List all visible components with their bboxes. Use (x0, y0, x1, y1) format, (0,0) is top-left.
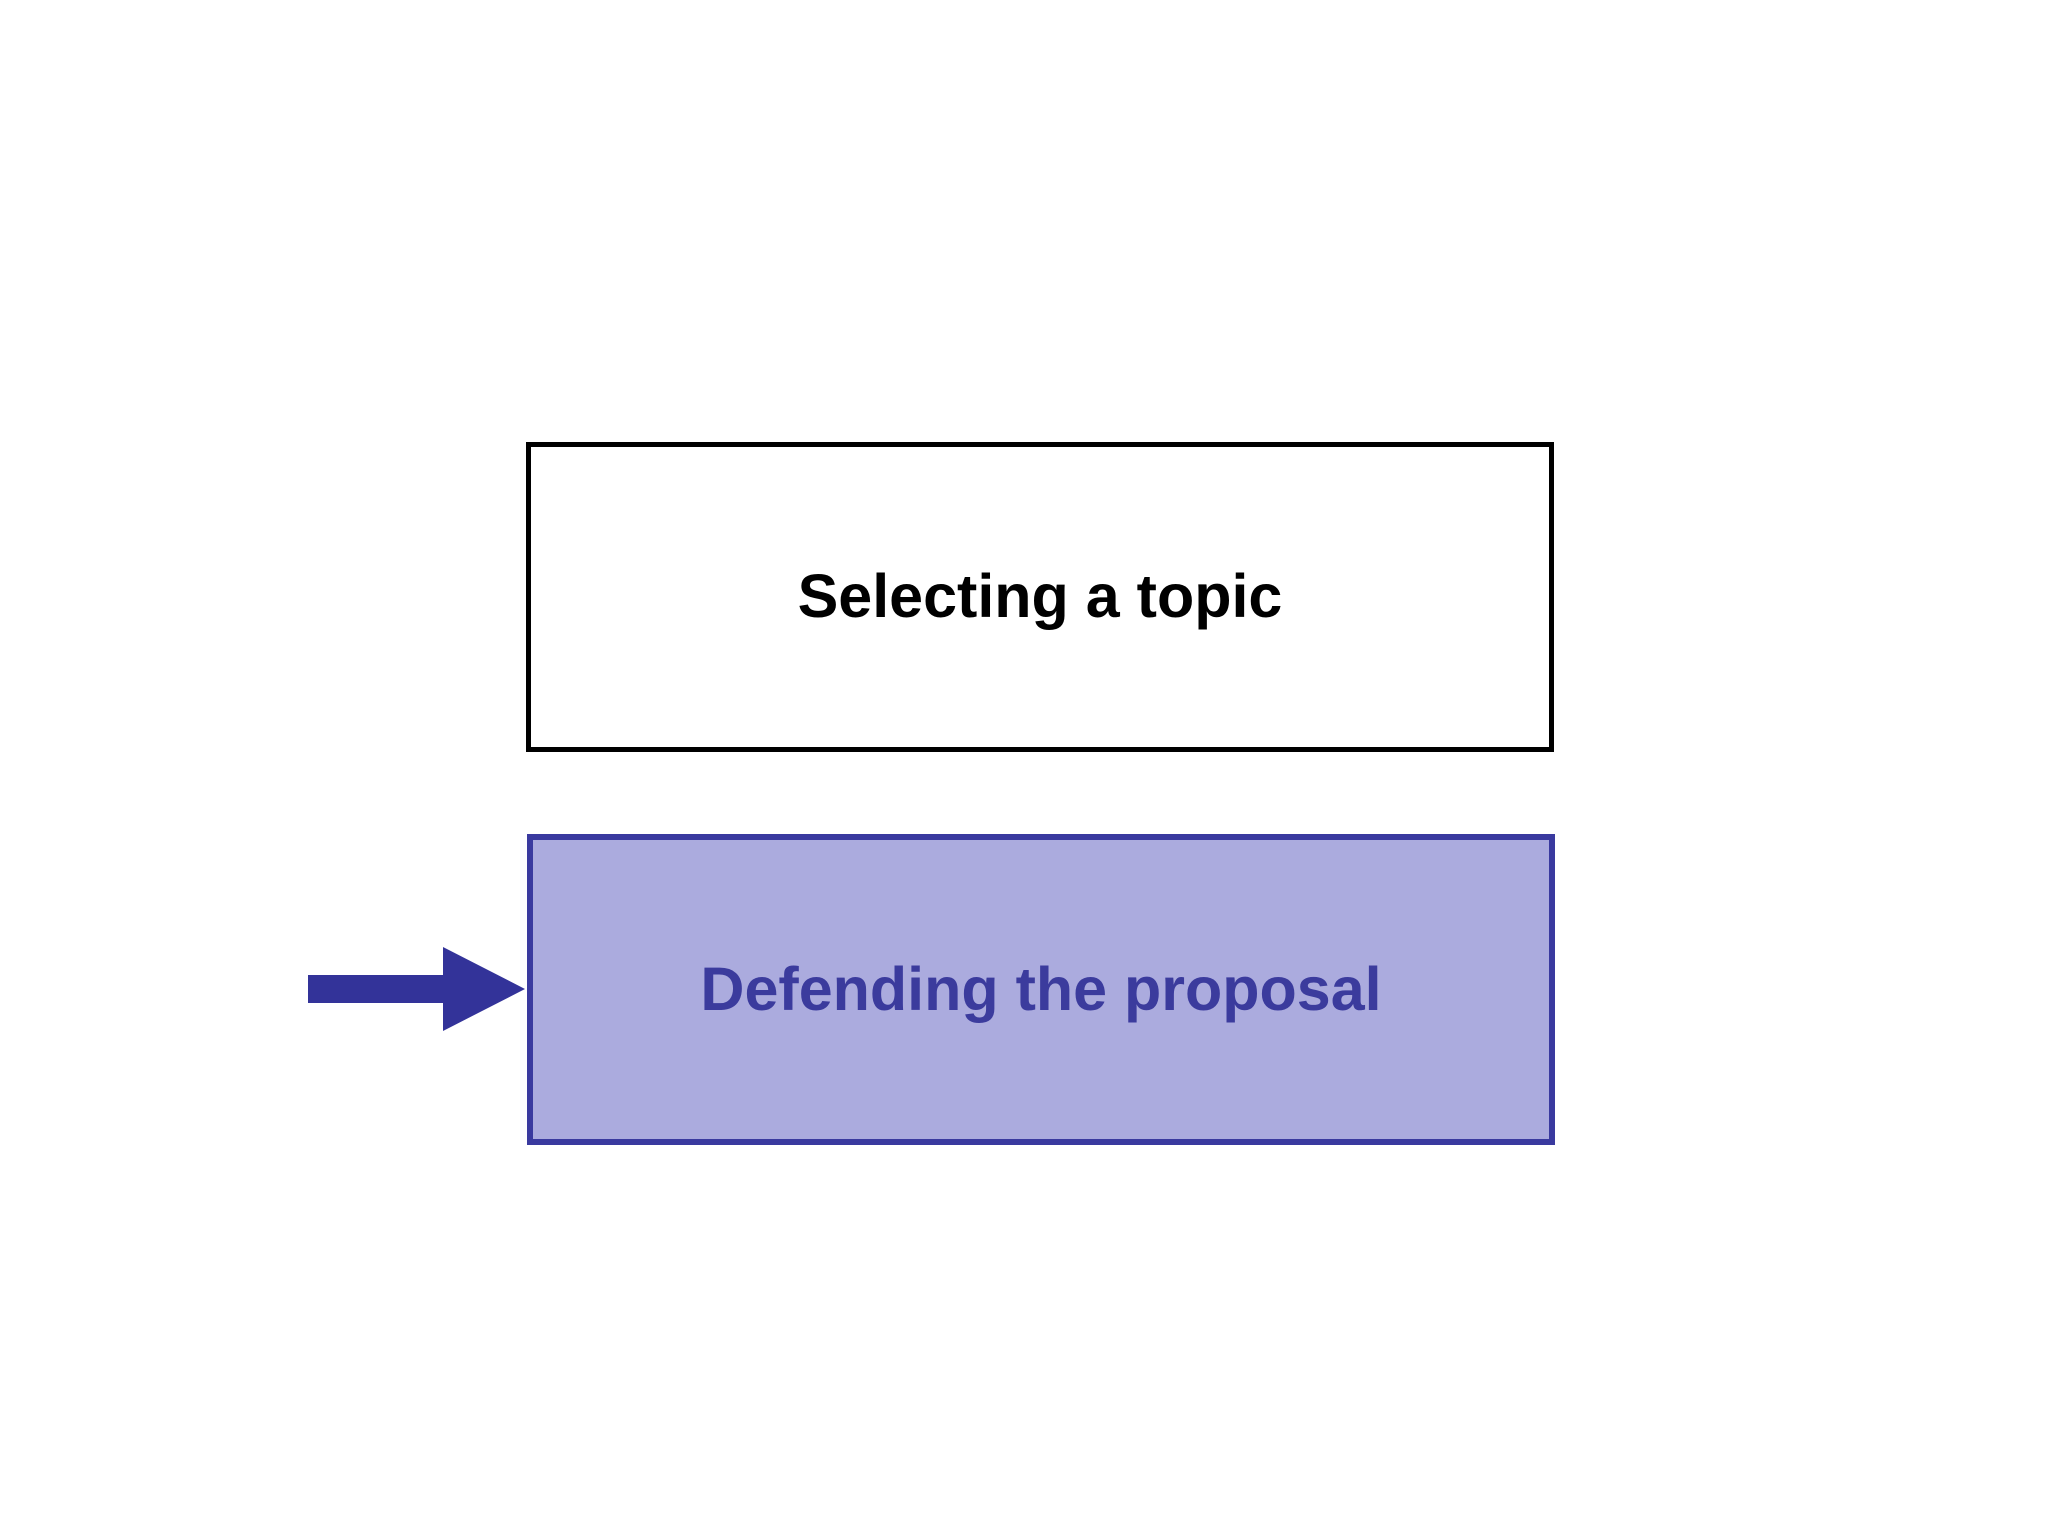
step-label-defending-the-proposal: Defending the proposal (700, 954, 1382, 1023)
step-box-selecting-a-topic: Selecting a topic (526, 442, 1554, 752)
step-label-selecting-a-topic: Selecting a topic (797, 562, 1283, 631)
right-arrow-icon (308, 947, 525, 1031)
step-box-defending-the-proposal: Defending the proposal (527, 834, 1555, 1145)
right-arrow-shape (308, 947, 525, 1031)
